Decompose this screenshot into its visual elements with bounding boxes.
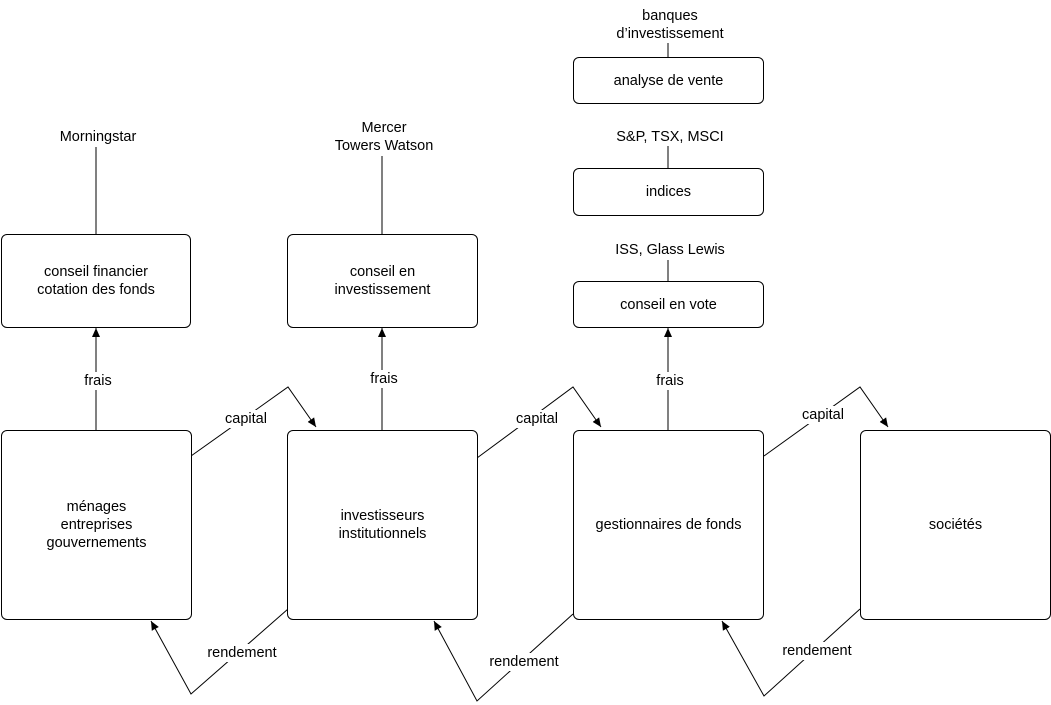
societes-text: sociétés (928, 517, 983, 533)
conseil-financier-text: conseil financier cotation des fonds (37, 264, 155, 298)
investisseurs-text: investisseurs institutionnels (338, 508, 427, 542)
analyse-vente-box: analyse de vente (573, 57, 764, 104)
menages-text: ménages entreprises gouvernements (46, 499, 147, 551)
gestionnaires-box: gestionnaires de fonds (573, 430, 764, 620)
iss-label: ISS, Glass Lewis (593, 241, 747, 259)
rendement-arrow-2 (433, 613, 574, 702)
frais-label-2: frais (357, 370, 411, 388)
mercer-label: Mercer Towers Watson (312, 119, 456, 155)
sp-label: S&P, TSX, MSCI (593, 128, 747, 146)
capital-label-3: capital (791, 406, 855, 424)
conseil-financier-box: conseil financier cotation des fonds (1, 234, 191, 328)
conseil-vote-text: conseil en vote (620, 296, 717, 313)
frais-label-1: frais (71, 372, 125, 390)
capital-label-2: capital (505, 410, 569, 428)
indices-text: indices (645, 184, 692, 200)
conseil-investissement-box: conseil en investissement (287, 234, 478, 328)
indices-box: indices (573, 168, 764, 216)
frais-label-3: frais (643, 372, 697, 390)
capital-arrow-2 (476, 386, 602, 459)
gestionnaires-text: gestionnaires de fonds (595, 517, 742, 533)
capital-arrow-1 (190, 386, 317, 457)
rendement-label-3: rendement (770, 642, 864, 660)
banques-label: banques d’investissement (588, 7, 752, 43)
analyse-vente-text: analyse de vente (613, 72, 724, 89)
investisseurs-box: investisseurs institutionnels (287, 430, 478, 620)
conseil-vote-box: conseil en vote (573, 281, 764, 328)
capital-label-1: capital (214, 410, 278, 428)
societes-box: sociétés (860, 430, 1051, 620)
capital-arrow-3 (763, 386, 889, 457)
conseil-investissement-text: conseil en investissement (334, 264, 431, 298)
menages-box: ménages entreprises gouvernements (1, 430, 192, 620)
rendement-arrow-3 (721, 608, 861, 697)
rendement-label-2: rendement (477, 653, 571, 671)
morningstar-label: Morningstar (36, 128, 160, 146)
rendement-arrow-1 (150, 608, 289, 695)
rendement-label-1: rendement (195, 644, 289, 662)
